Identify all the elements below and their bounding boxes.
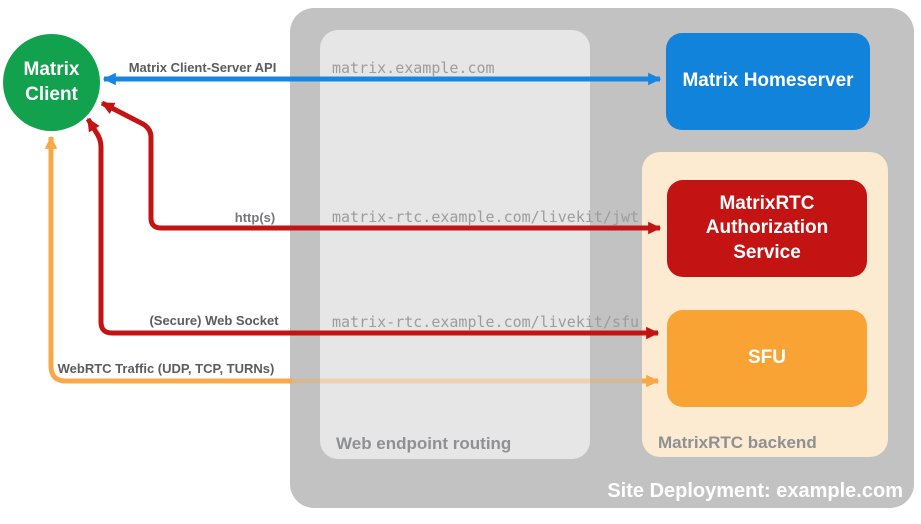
webrtc-traffic-arrow [44, 135, 292, 384]
endpoint-livekit-jwt: matrix-rtc.example.com/livekit/jwt [332, 208, 640, 226]
webrtc-traffic-arrow-label: WebRTC Traffic (UDP, TCP, TURNs) [57, 361, 275, 376]
matrixrtc-backend-label: MatrixRTC backend [658, 433, 817, 452]
sfu-node: SFU [667, 310, 867, 407]
matrix-homeserver-label: Matrix Homeserver [682, 70, 854, 92]
client-server-api-arrow-label: Matrix Client-Server API [128, 60, 277, 75]
web-endpoint-routing-label: Web endpoint routing [336, 434, 512, 453]
matrix-client-node: Matrix Client [3, 34, 100, 131]
web-endpoint-routing-container [320, 30, 590, 459]
matrix-client-label: Matrix Client [23, 59, 80, 105]
site-deployment-title: Site Deployment: example.com [607, 480, 903, 502]
endpoint-livekit-sfu: matrix-rtc.example.com/livekit/sfu [332, 313, 640, 331]
matrixrtc-authorization-service-node: MatrixRTC Authorization Service [667, 180, 867, 277]
matrix-homeserver-node: Matrix Homeserver [666, 33, 870, 130]
sfu-label: SFU [748, 347, 786, 369]
https-arrow-label: http(s) [234, 210, 276, 225]
matrixrtc-authorization-service-label: MatrixRTC Authorization Service [705, 193, 829, 263]
endpoint-matrix-homeserver: matrix.example.com [332, 59, 495, 77]
websocket-arrow-label: (Secure) Web Socket [149, 313, 279, 328]
